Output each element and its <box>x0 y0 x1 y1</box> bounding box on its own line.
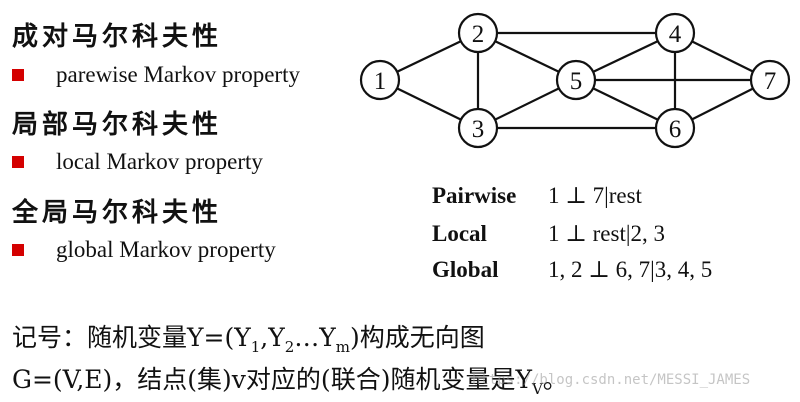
bullet-row-global: global Markov property <box>12 237 276 263</box>
graph-node-label-7: 7 <box>764 68 777 95</box>
property-name: Local <box>432 221 487 246</box>
notation-line-2: G=(V,E)，结点(集)v对应的(联合)随机变量是YV。 <box>12 360 568 398</box>
graph-node-2 <box>457 12 499 54</box>
bullet-marker <box>12 69 24 81</box>
subscript: m <box>335 338 351 356</box>
notation-text: )构成无向图 <box>350 323 485 352</box>
heading-local: 局部马尔科夫性 <box>12 110 223 140</box>
heading-global: 全局马尔科夫性 <box>12 198 223 228</box>
graph-node-1 <box>359 59 401 101</box>
notation-text: 记号：随机变量Y=(Y <box>12 323 251 352</box>
property-statement: 1 ⊥ rest|2, 3 <box>548 221 665 246</box>
subscript: 1 <box>250 338 261 356</box>
graph-node-label-1: 1 <box>374 68 387 95</box>
graph-node-5 <box>555 59 597 101</box>
notation-text: …Y <box>294 323 336 352</box>
graph-node-label-4: 4 <box>669 21 682 48</box>
notation-line-1: 记号：随机变量Y=(Y1,Y2…Ym)构成无向图 <box>12 318 485 356</box>
graph-node-label-5: 5 <box>570 68 583 95</box>
graph-node-7 <box>749 59 791 101</box>
watermark: https://blog.csdn.net/MESSI_JAMES <box>472 372 751 388</box>
graph-node-label-3: 3 <box>472 116 485 143</box>
property-row-pairwise: Pairwise 1 ⊥ 7|rest <box>432 183 642 209</box>
bullet-text-local: local Markov property <box>56 149 263 174</box>
bullet-marker <box>12 244 24 256</box>
bullet-row-local: local Markov property <box>12 149 263 175</box>
graph-node-6 <box>654 107 696 149</box>
graph-node-label-2: 2 <box>472 21 485 48</box>
bullet-text-pairwise: parewise Markov property <box>56 62 300 87</box>
subscript: V <box>531 380 543 398</box>
subscript: 2 <box>284 338 295 356</box>
notation-text: ,Y <box>260 323 285 352</box>
bullet-marker <box>12 156 24 168</box>
graph-node-4 <box>654 12 696 54</box>
graph-node-3 <box>457 107 499 149</box>
bullet-text-global: global Markov property <box>56 237 276 262</box>
graph-node-label-6: 6 <box>669 116 682 143</box>
property-name: Global <box>432 257 499 282</box>
notation-text: G=(V,E)，结点(集)v对应的(联合)随机变量是Y <box>12 365 532 394</box>
property-statement: 1, 2 ⊥ 6, 7|3, 4, 5 <box>548 257 713 282</box>
property-row-local: Local 1 ⊥ rest|2, 3 <box>432 221 665 247</box>
bullet-row-pairwise: parewise Markov property <box>12 62 300 88</box>
heading-pairwise: 成对马尔科夫性 <box>12 22 223 52</box>
property-name: Pairwise <box>432 183 517 208</box>
notation-text: 。 <box>542 365 568 394</box>
property-row-global: Global 1, 2 ⊥ 6, 7|3, 4, 5 <box>432 257 712 283</box>
property-statement: 1 ⊥ 7|rest <box>548 183 642 208</box>
